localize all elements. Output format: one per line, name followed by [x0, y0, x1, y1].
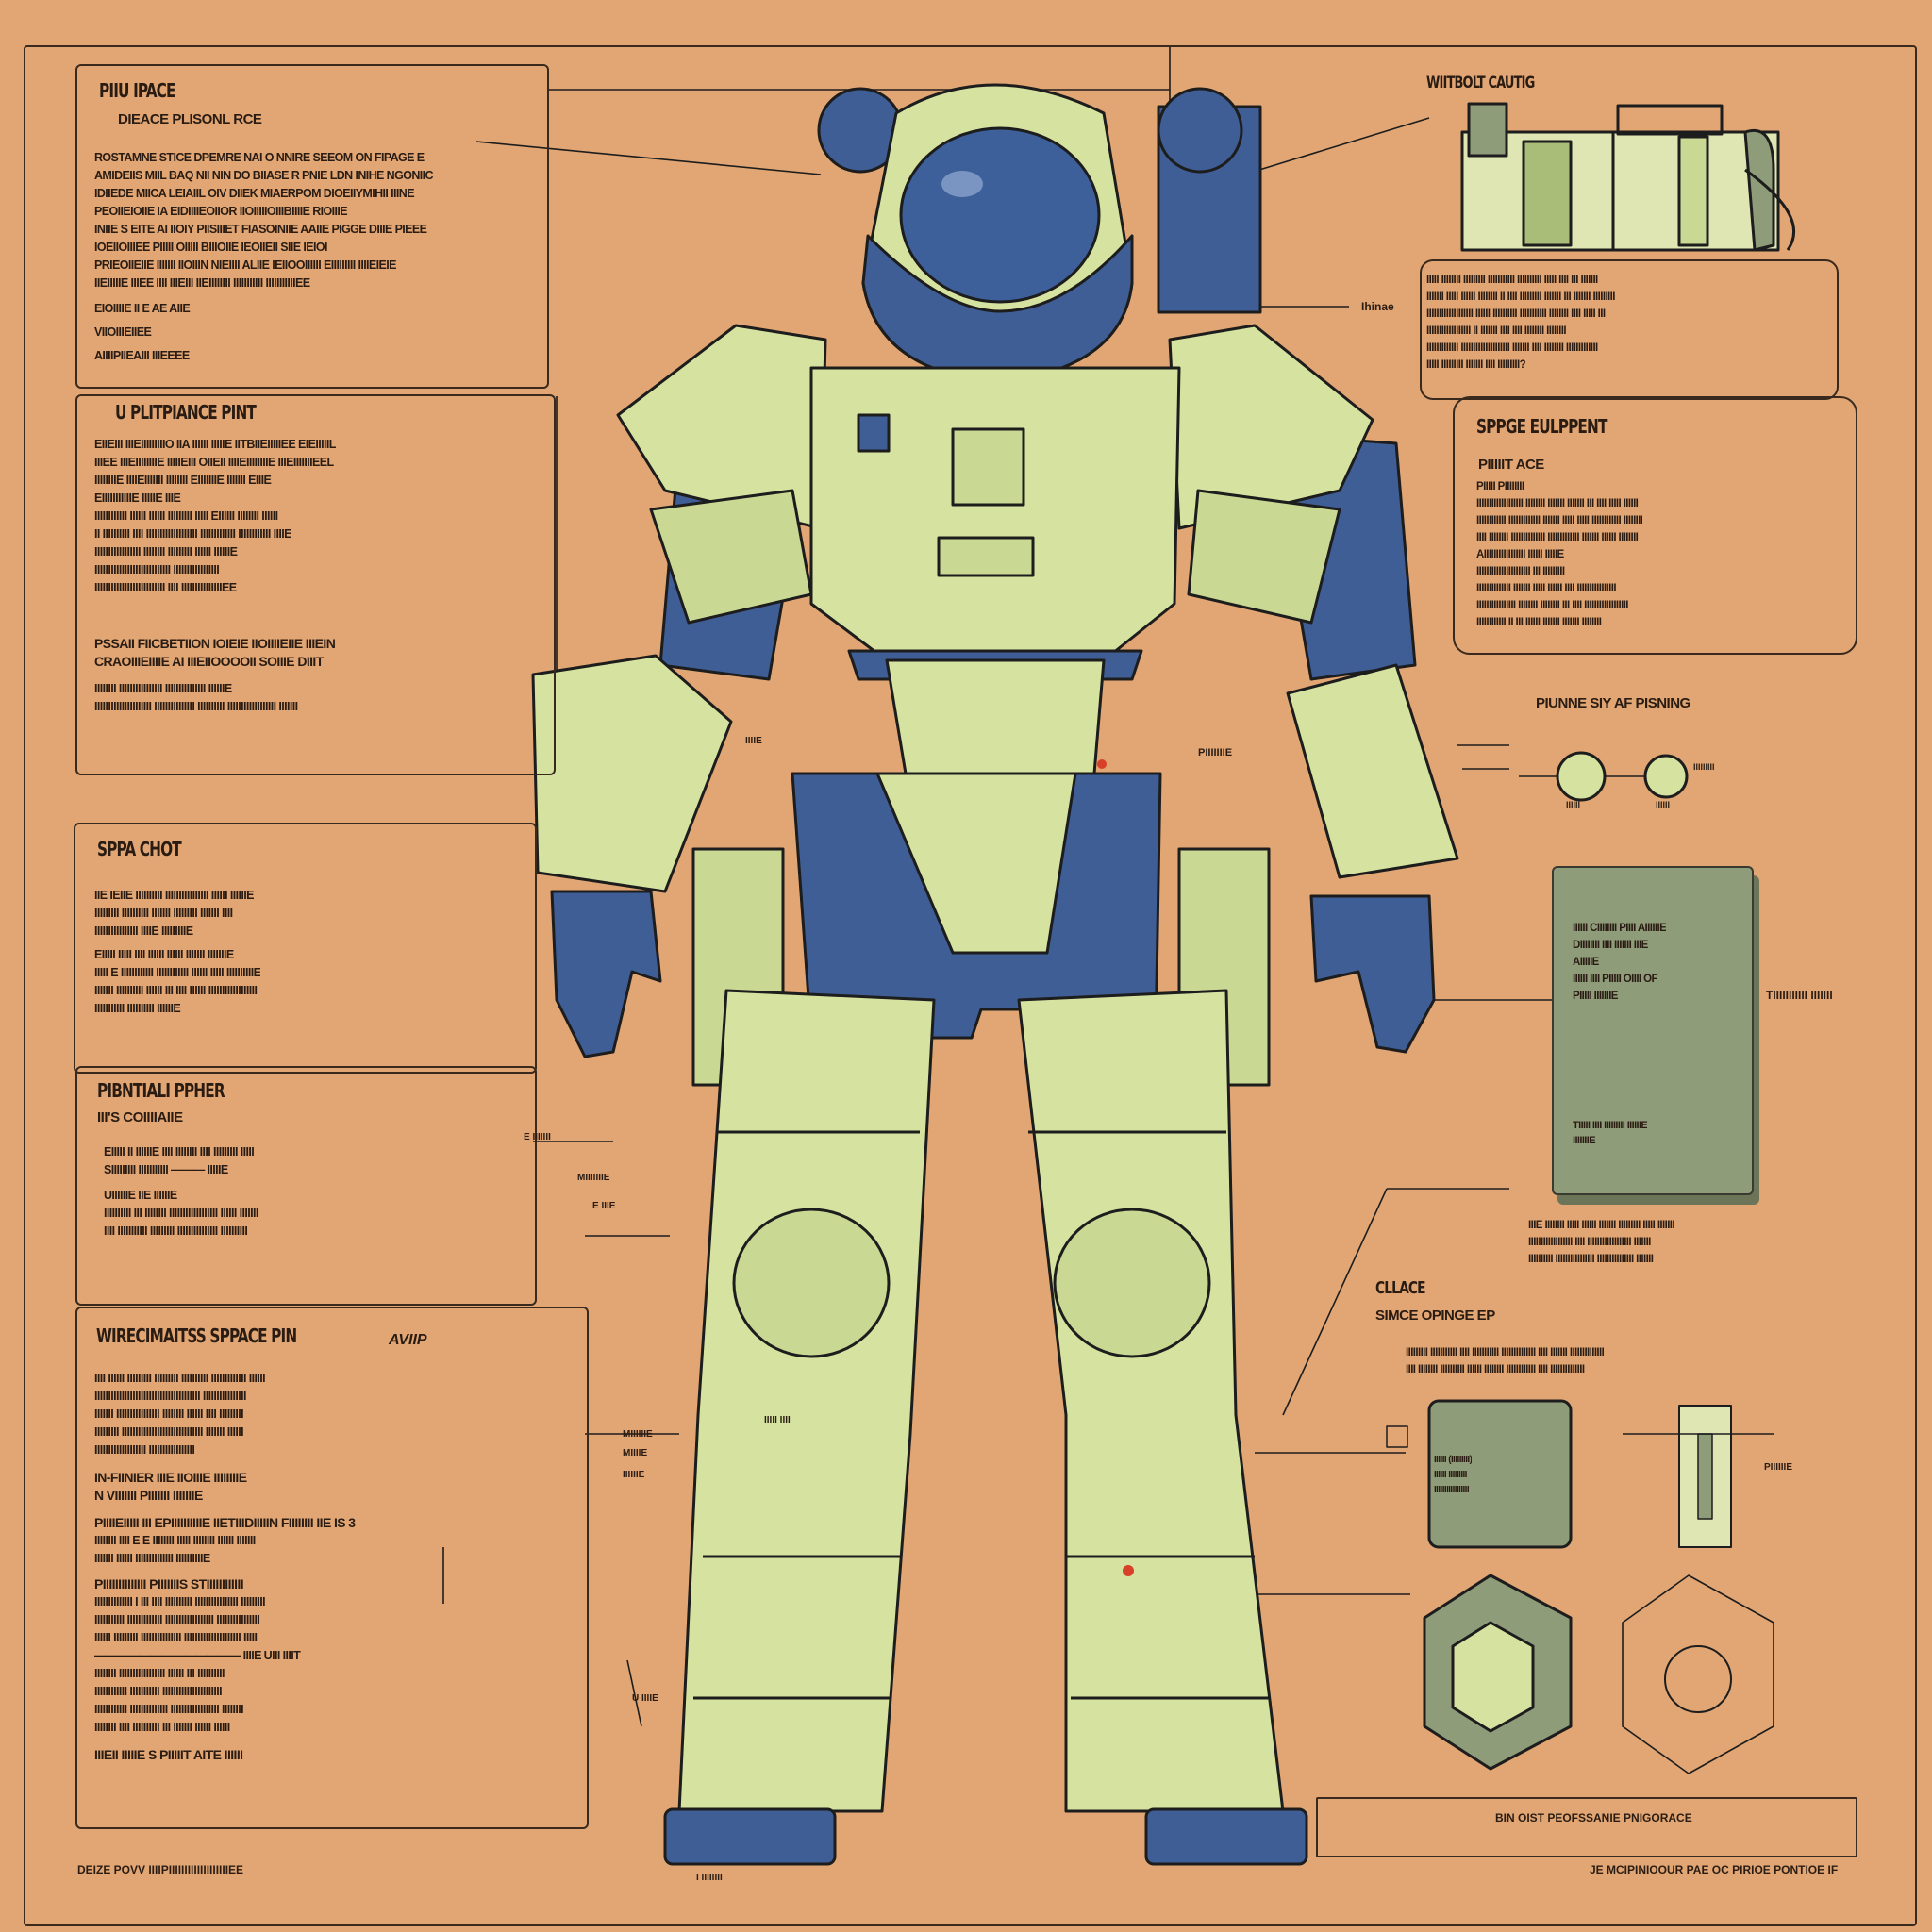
section-title: CLLACE: [1375, 1278, 1426, 1298]
backpack-device-drawing: [1460, 102, 1796, 252]
panel-body: EIIEIII IIIEIIIIIIIIIO IIA IIIIII IIIIIE…: [94, 438, 336, 713]
right-knee-pad: [1053, 1208, 1211, 1358]
callout-label: U IIIIE: [632, 1693, 658, 1704]
panel-tag: AVIIP: [389, 1332, 427, 1348]
helmet-visor: [899, 126, 1101, 304]
panel-title: SPPGE EULPPENT: [1476, 415, 1607, 438]
panel-subtitle: PIIIIIT ACE: [1478, 457, 1544, 473]
panel-piiu-ipace: [75, 64, 549, 389]
callout-label: MIIIIE: [623, 1448, 648, 1458]
section-title: PIUNNE SIY AF PISNING: [1536, 695, 1690, 711]
callout-label: MIIIIIIIE: [577, 1173, 610, 1183]
under-card-text: IIIE IIIIIIII IIIII IIIIII IIIIIII IIIII…: [1528, 1220, 1674, 1265]
panel-title: PIIU IPACE: [99, 79, 176, 102]
left-knee-pad: [732, 1208, 891, 1358]
diagram-label: PIIIIIIE: [1764, 1462, 1793, 1473]
callout-label: PIIIIIIIE: [1198, 747, 1233, 758]
callout-label: E IIIIIII: [524, 1132, 551, 1142]
callout-label: IIIII IIII: [764, 1415, 791, 1425]
section-subtitle: SIMCE OPINGE EP: [1375, 1307, 1495, 1324]
panel-title: PIBNTIALI PPHER: [97, 1079, 225, 1102]
callout-label: IIIIE: [745, 736, 762, 746]
module-box: [1427, 1399, 1573, 1549]
panel-subtitle: DIEACE PLISONL RCE: [118, 111, 262, 127]
chest-plate: [809, 366, 1181, 662]
right-leg: [1017, 989, 1285, 1813]
device-title: WIITBOLT CAUTIG: [1426, 74, 1535, 92]
callout-label: I IIIIIIII: [696, 1873, 723, 1883]
footer-right: JE MCIPINIOOUR PAE OC PIRIOE PONTIOE IF: [1590, 1863, 1839, 1876]
left-forearm: [531, 654, 733, 893]
section-body: IIIIIIIII IIIIIIIIIII IIII IIIIIIIIIII I…: [1406, 1347, 1605, 1375]
right-boot: [1144, 1807, 1308, 1866]
callout-lines: [442, 47, 1552, 1727]
left-boot: [663, 1807, 837, 1866]
callout-label: E IIIE: [592, 1201, 616, 1211]
left-leg: [677, 989, 936, 1813]
gauge-label: IIIIIIIII: [1693, 762, 1715, 772]
callout-label: MIIIIIIE: [623, 1429, 653, 1440]
right-forearm: [1286, 663, 1459, 879]
panel-subtitle: III'S COIIIIAIIE: [97, 1109, 183, 1125]
panel-sppa-chot: [74, 823, 537, 1074]
panel-wirecimaitss: [75, 1307, 589, 1829]
footer-left: DEIZE POVV IIIIPIIIIIIIIIIIIIIIIIIIEE: [77, 1863, 244, 1876]
panel-body: EIIIII II IIIIIIE IIII IIIIIIII IIII III…: [104, 1145, 258, 1238]
panel-pibntiali: [75, 1066, 537, 1306]
callout-label: IIIIIIE: [623, 1470, 645, 1480]
panel-body: IIE IEIIE IIIIIIIIII IIIIIIIIIIIIIIII II…: [94, 889, 261, 1015]
bottom-box: [1316, 1797, 1857, 1857]
callout-label: Ihinae: [1361, 300, 1394, 313]
helmet-right-bulb: [1157, 87, 1243, 174]
panel-title: WIRECIMAITSS SPPACE PIN: [96, 1324, 297, 1347]
gauge-circle: [1643, 754, 1689, 799]
bottom-box-text: BIN OIST PEOFSSANIE PNIGORACE: [1495, 1811, 1692, 1824]
panel-sppge-eulppent: [1453, 396, 1857, 655]
device-text-box: [1420, 259, 1839, 400]
gauge-label: IIIIII: [1566, 800, 1581, 809]
device-text: IIIII IIIIIIII IIIIIIIII IIIIIIIIIII III…: [1426, 275, 1615, 371]
abdomen-plate: [885, 658, 1106, 775]
panel-body: IIII IIIIII IIIIIIIII IIIIIIIII IIIIIIII…: [94, 1372, 356, 1762]
left-glove: [550, 890, 662, 1058]
hex-wireframe: [1622, 1574, 1774, 1774]
gauge-label: IIIIII: [1656, 800, 1671, 809]
card-side-label: TIIIIIIIIIII IIIIIII: [1766, 989, 1833, 1002]
panel-title: U PLITPIANCE PINT: [115, 401, 257, 424]
right-glove: [1309, 894, 1436, 1054]
panel-plitpiance: [75, 394, 556, 775]
outer-frame: [24, 45, 1917, 1926]
gauge-circle: [1556, 751, 1607, 802]
panel-title: SPPA CHOT: [97, 838, 182, 860]
panel-body: ROSTAMNE STICE DPEMRE NAI O NNIRE SEEOM …: [94, 151, 433, 362]
